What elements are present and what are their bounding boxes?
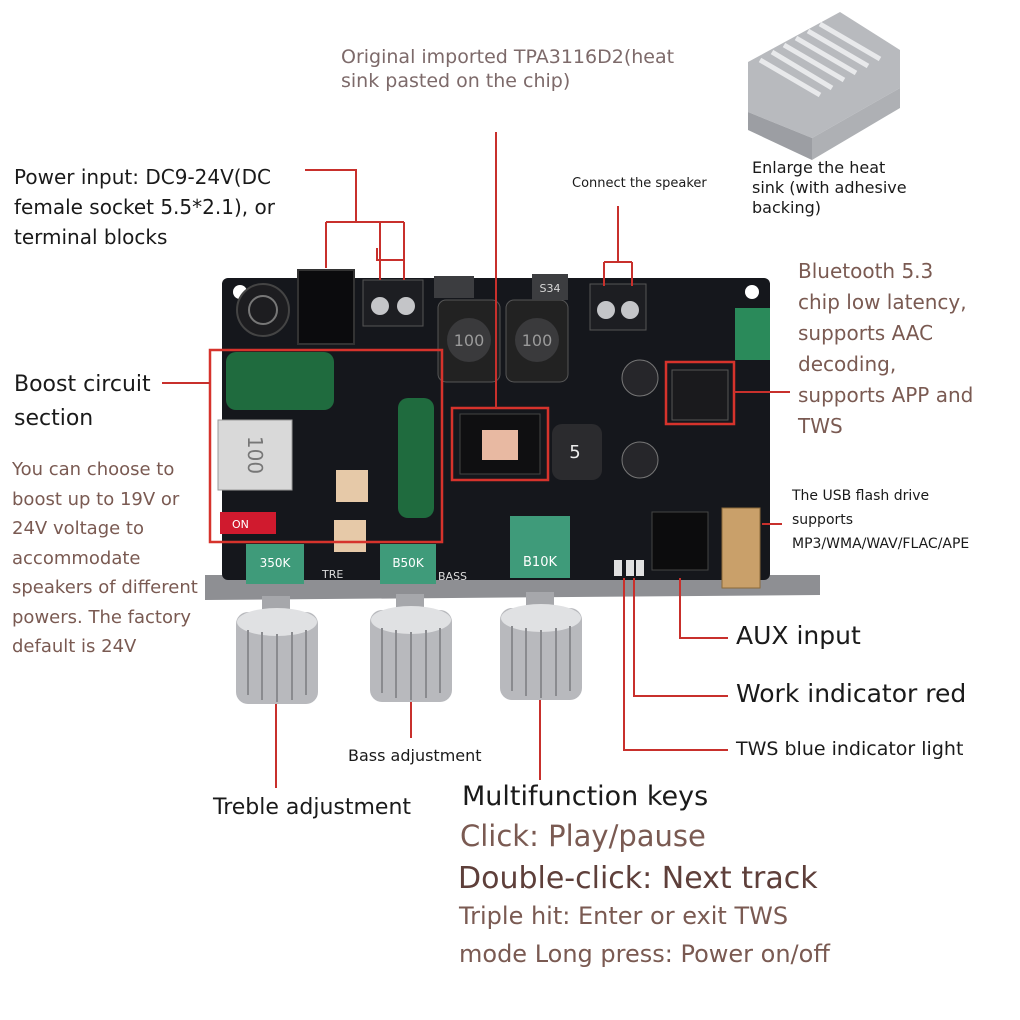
metal-bracket xyxy=(205,575,820,600)
heat-sink-illustration xyxy=(748,12,900,160)
multifunction-knob[interactable] xyxy=(500,592,582,700)
tws-indicator-label: TWS blue indicator light xyxy=(736,738,964,760)
bass-adjustment-label: Bass adjustment xyxy=(348,746,482,765)
svg-text:100: 100 xyxy=(522,331,553,350)
bluetooth-chip xyxy=(671,369,729,421)
aux-jack xyxy=(651,511,709,571)
usb-port xyxy=(721,507,761,589)
svg-text:350K: 350K xyxy=(260,556,292,570)
dc-socket xyxy=(297,269,355,345)
boost-highlight-box xyxy=(208,348,444,544)
bass-knob[interactable] xyxy=(370,594,452,702)
svg-text:ON: ON xyxy=(232,518,249,531)
svg-text:B50K: B50K xyxy=(392,556,425,570)
connect-speaker-label: Connect the speaker xyxy=(572,176,707,191)
bluetooth-label: Bluetooth 5.3 chip low latency, supports… xyxy=(798,259,974,438)
multifunction-title: Multifunction keys xyxy=(462,781,709,812)
work-indicator-label: Work indicator red xyxy=(736,679,967,708)
svg-text:BASS: BASS xyxy=(438,570,467,583)
svg-text:B10K: B10K xyxy=(523,555,557,570)
svg-text:100: 100 xyxy=(243,436,267,474)
usb-label: The USB flash drive supports MP3/WMA/WAV… xyxy=(792,488,970,552)
chip-highlight-box xyxy=(450,406,550,482)
aux-input-label: AUX input xyxy=(736,621,861,650)
tpa-chip-label: Original imported TPA3116D2(heat sink pa… xyxy=(341,46,675,92)
boost-description-label: You can choose to boost up to 19V or 24V… xyxy=(12,459,198,657)
treble-pot-body xyxy=(246,544,304,584)
treble-adjustment-label: Treble adjustment xyxy=(213,795,412,820)
click-label: Click: Play/pause xyxy=(460,819,706,853)
boost-title-label: Boost circuit section xyxy=(14,372,151,431)
heat-sink-label: Enlarge the heat sink (with adhesive bac… xyxy=(752,158,907,217)
multifunction-pot-body xyxy=(510,516,570,578)
svg-text:S34: S34 xyxy=(540,282,561,295)
treble-knob[interactable] xyxy=(236,596,318,704)
bass-pot-body xyxy=(380,544,436,584)
bluetooth-antenna xyxy=(735,308,770,360)
triple-hit-label: Triple hit: Enter or exit TWS mode Long … xyxy=(459,902,830,968)
svg-text:TRE: TRE xyxy=(321,568,343,581)
double-click-label: Double-click: Next track xyxy=(458,861,818,896)
svg-text:5: 5 xyxy=(569,442,580,463)
power-input-label: Power input: DC9-24V(DC female socket 5.… xyxy=(14,165,275,249)
svg-text:100: 100 xyxy=(454,331,485,350)
